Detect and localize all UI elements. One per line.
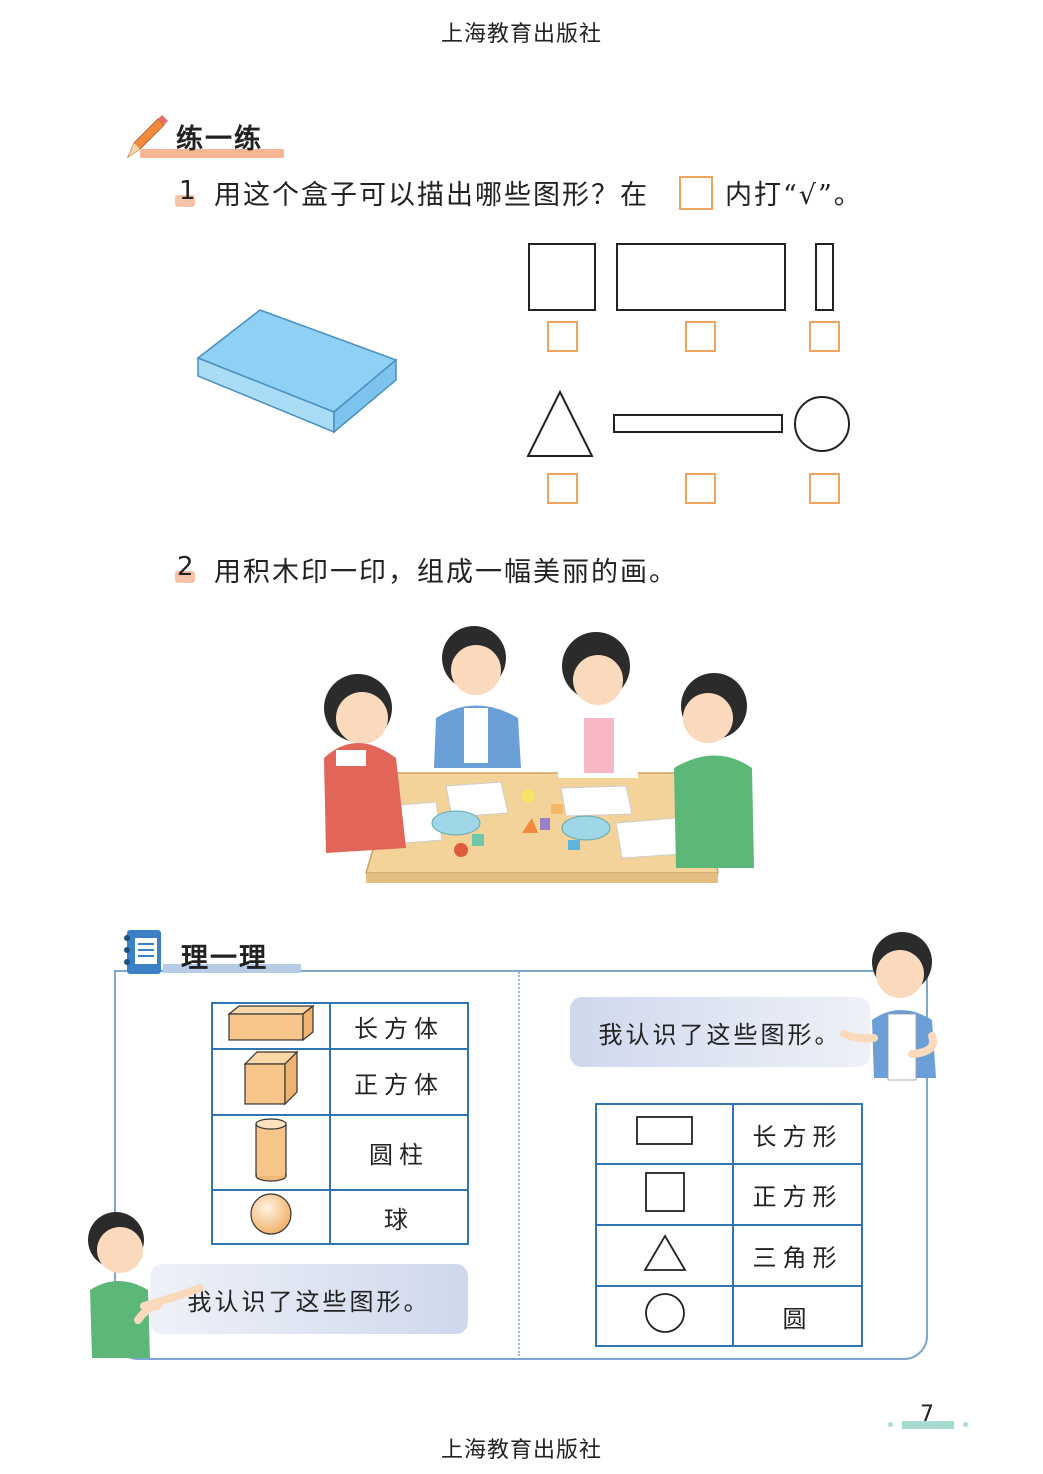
header-publisher: 上海教育出版社 xyxy=(440,22,602,47)
checkbox-rectangle[interactable] xyxy=(685,321,716,352)
cylinder-icon xyxy=(255,1117,287,1182)
speech-bubble-left: 我认识了这些图形。 xyxy=(150,1264,468,1334)
triangle-icon xyxy=(642,1233,687,1271)
shape-label-cell: 长方形 xyxy=(732,1103,863,1165)
circle-shape xyxy=(794,396,850,452)
shape-icon-cell xyxy=(595,1163,734,1226)
footer-publisher: 上海教育出版社 xyxy=(440,1438,602,1463)
solid-label-cell: 长方体 xyxy=(329,1002,469,1050)
q2-text: 用积木印一印，组成一幅美丽的画。 xyxy=(214,557,678,588)
review-title-underline xyxy=(163,964,301,973)
boy-right-illustration xyxy=(840,932,937,1081)
boy-left-illustration xyxy=(88,1212,204,1358)
table-row: 正方形 xyxy=(595,1163,863,1226)
solid-icon-cell xyxy=(211,1048,331,1116)
q1-text-before: 用这个盒子可以描出哪些图形？在 xyxy=(214,180,649,211)
notebook-icon xyxy=(124,930,161,974)
practice-title: 练一练 xyxy=(176,124,263,155)
solid-icon-cell xyxy=(211,1002,331,1050)
long-rectangle-shape xyxy=(613,414,783,433)
sphere-icon xyxy=(250,1193,292,1235)
q2-number-highlight xyxy=(175,571,195,583)
title-underline xyxy=(140,149,284,158)
shape-label-cell: 圆 xyxy=(732,1285,863,1347)
pencil-icon xyxy=(126,115,168,159)
inline-checkbox xyxy=(679,176,713,210)
rectangle-shape xyxy=(616,243,786,311)
solid-icon-cell xyxy=(211,1189,331,1245)
q1-number-highlight xyxy=(175,195,195,207)
page-number: 7 xyxy=(920,1402,934,1427)
shape-icon-cell xyxy=(595,1285,734,1347)
table-row: 长方体 xyxy=(211,1002,469,1050)
q1-number: 1 xyxy=(179,176,196,206)
q2-number: 2 xyxy=(177,552,194,582)
solid-label-cell: 圆柱 xyxy=(329,1114,469,1191)
practice-header: 练一练 xyxy=(124,113,294,163)
solid-label-cell: 正方体 xyxy=(329,1048,469,1116)
square-icon xyxy=(644,1171,685,1212)
shape-icon-cell xyxy=(595,1103,734,1165)
review-title: 理一理 xyxy=(181,943,268,974)
checkbox-long-rectangle[interactable] xyxy=(685,473,716,504)
table-row: 球 xyxy=(211,1189,469,1245)
shape-label-cell: 正方形 xyxy=(732,1163,863,1226)
shapes-row-1 xyxy=(528,243,834,311)
checkbox-circle[interactable] xyxy=(809,473,840,504)
checkbox-square[interactable] xyxy=(547,321,578,352)
triangle-shape xyxy=(526,389,594,457)
page-number-decoration xyxy=(888,1420,968,1430)
solid-label-cell: 球 xyxy=(329,1189,469,1245)
square-shape xyxy=(528,243,596,311)
solid-icon-cell xyxy=(211,1114,331,1191)
solids-table: 长方体 正方体 圆柱 xyxy=(211,1002,469,1245)
review-panel xyxy=(114,970,928,1360)
q1-text-after: 内打“√”。 xyxy=(725,180,863,211)
panel-divider xyxy=(518,972,520,1356)
speech-bubble-right: 我认识了这些图形。 xyxy=(570,997,870,1067)
table-row: 圆 xyxy=(595,1285,863,1347)
table-row: 正方体 xyxy=(211,1048,469,1116)
checkbox-thin-rectangle[interactable] xyxy=(809,321,840,352)
review-header: 理一理 xyxy=(115,928,305,976)
table-row: 圆柱 xyxy=(211,1114,469,1191)
checkbox-triangle[interactable] xyxy=(547,473,578,504)
table-row: 长方形 xyxy=(595,1103,863,1165)
cube-icon xyxy=(243,1050,299,1106)
shapes-row-2 xyxy=(526,389,850,457)
shapes-table: 长方形 正方形 三角形 圆 xyxy=(595,1103,863,1347)
rectangle-icon xyxy=(635,1116,693,1145)
children-stamping-illustration xyxy=(324,626,754,883)
table-row: 三角形 xyxy=(595,1224,863,1287)
thin-rectangle-shape xyxy=(815,243,834,311)
shape-icon-cell xyxy=(595,1224,734,1287)
shape-label-cell: 三角形 xyxy=(732,1224,863,1287)
circle-icon xyxy=(644,1293,685,1333)
box-illustration xyxy=(196,309,398,434)
cuboid-icon xyxy=(227,1004,315,1042)
